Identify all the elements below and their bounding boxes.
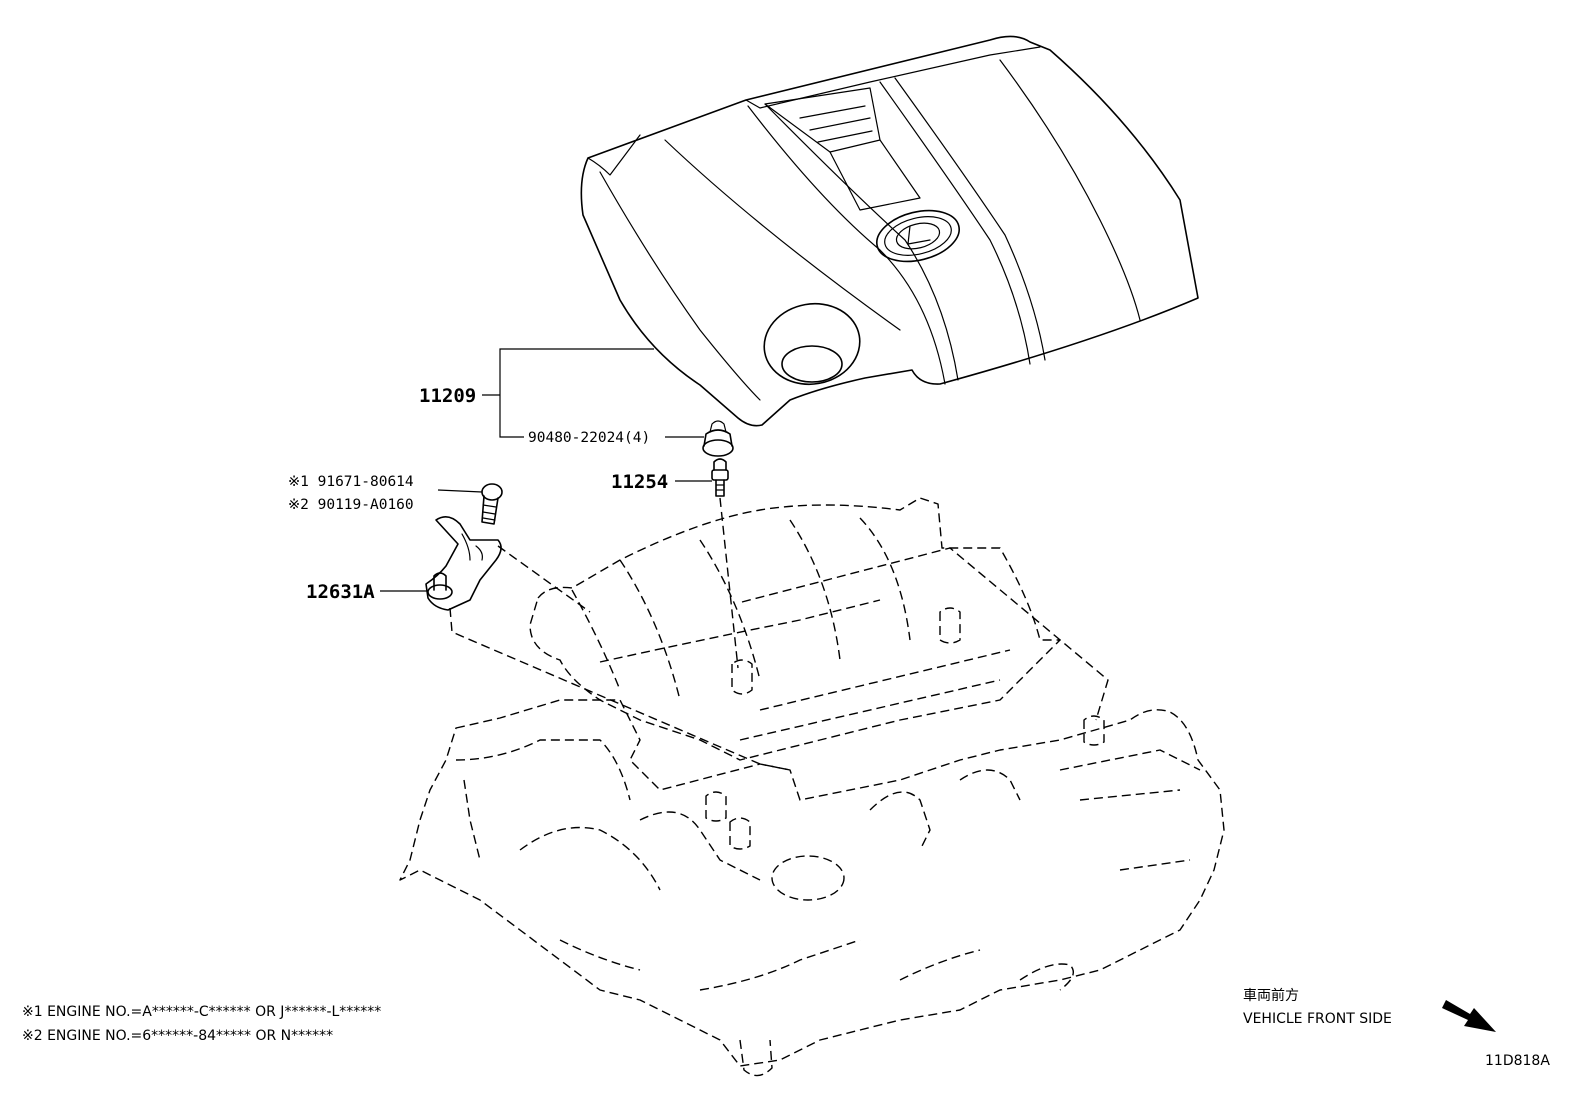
engine-cover[interactable] <box>580 35 1199 427</box>
label-90480-22024[interactable]: 90480-22024(4) <box>528 430 650 446</box>
leader-lines <box>380 348 712 592</box>
label-11254[interactable]: 11254 <box>611 471 668 493</box>
front-side-label-jp: 車両前方 <box>1243 987 1299 1004</box>
grommet-part[interactable] <box>702 420 734 457</box>
installation-lines <box>449 497 1109 771</box>
bolt-part[interactable] <box>481 483 503 525</box>
engine-number-notes: ※1 ENGINE NO.=A******-C****** OR J******… <box>22 1004 381 1044</box>
label-11209[interactable]: 11209 <box>419 385 476 407</box>
label-12631a[interactable]: 12631A <box>306 581 375 603</box>
label-bolt-90119-a0160[interactable]: ※2 90119-A0160 <box>288 497 414 513</box>
label-bolt-91671-80614[interactable]: ※1 91671-80614 <box>288 474 414 490</box>
part-labels: 11209 90480-22024(4) 11254 ※1 91671-8061… <box>288 385 668 603</box>
stud-part[interactable] <box>711 458 729 497</box>
note-2: ※2 ENGINE NO.=6******-84***** OR N****** <box>22 1028 333 1044</box>
diagram-code: 11D818A <box>1485 1053 1550 1069</box>
engine-phantom <box>399 497 1225 1077</box>
front-arrow-icon <box>1442 1000 1496 1032</box>
bracket-part[interactable] <box>425 516 502 611</box>
vehicle-front-indicator: 車両前方 VEHICLE FRONT SIDE <box>1243 987 1496 1032</box>
front-side-label-en: VEHICLE FRONT SIDE <box>1243 1011 1392 1027</box>
note-1: ※1 ENGINE NO.=A******-C****** OR J******… <box>22 1004 381 1020</box>
